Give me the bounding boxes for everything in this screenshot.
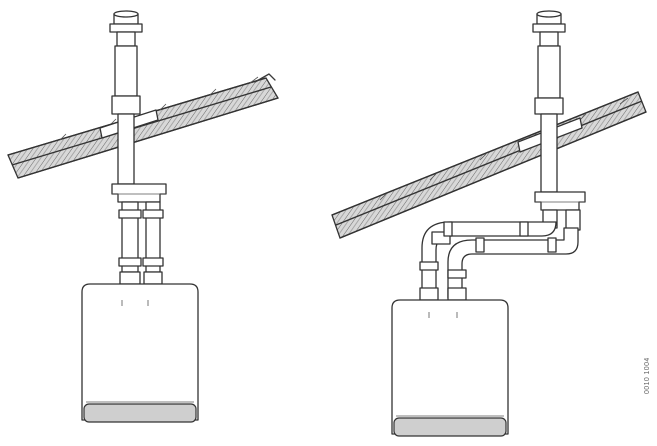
roof-right [331,91,647,239]
figure-code-label: 0010 1004 [644,357,651,394]
offset-pipework [419,221,579,301]
boiler-right [391,299,509,437]
roof-left [7,73,279,179]
boiler-left [81,283,199,423]
flue-pipe-left [99,10,167,285]
panel-left-straight-flue [7,10,279,423]
flue-pipe-right [517,10,586,231]
panel-right-offset-flue [331,10,647,437]
